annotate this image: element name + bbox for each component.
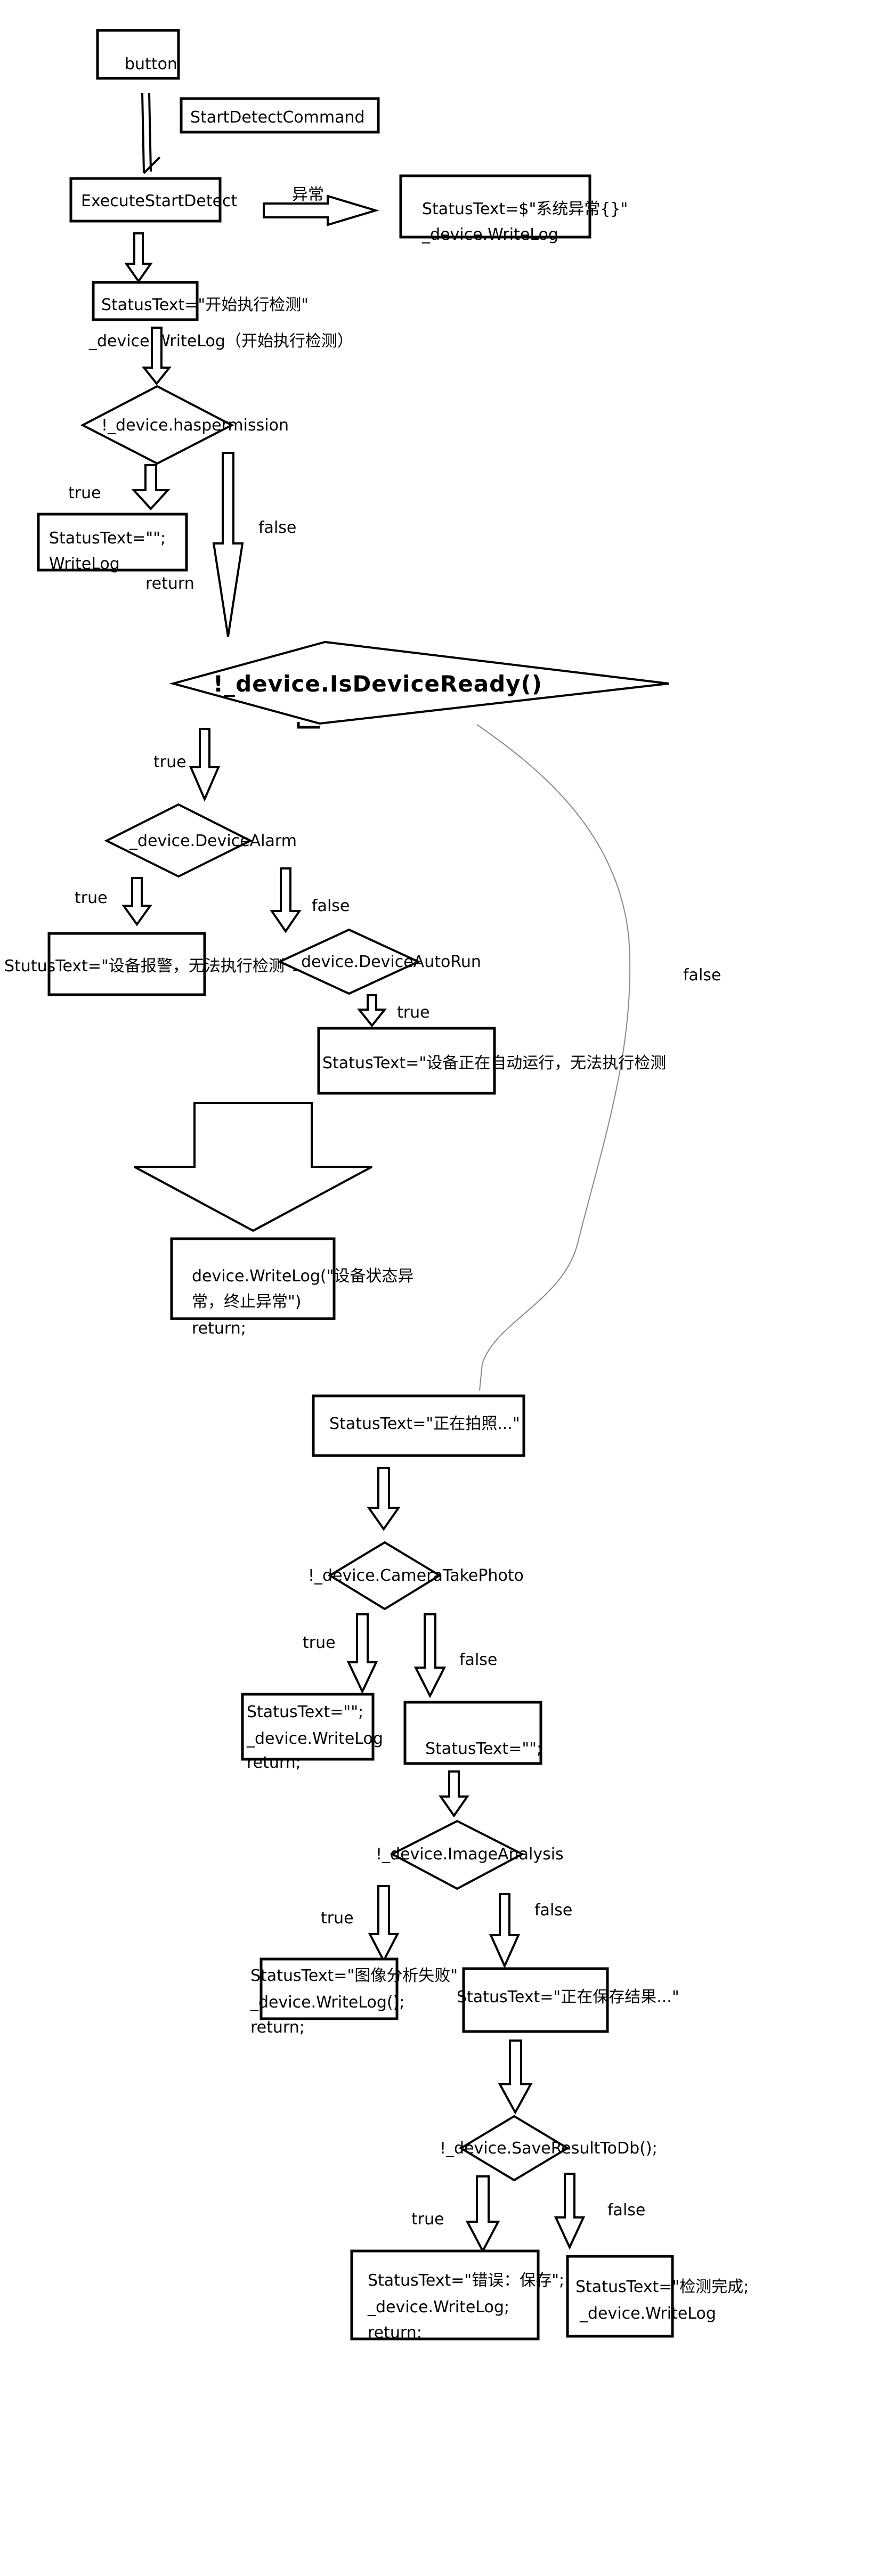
execute-node-label: ExecuteStartDetect — [81, 192, 238, 210]
true-label-7: true — [411, 2210, 444, 2229]
auto-run-true-arrow — [356, 994, 387, 1028]
auto-run-box-label: StatusText="设备正在自动运行，无法执行检测 — [322, 1054, 666, 1072]
auto-run-label: _device.DeviceAutoRun — [293, 953, 481, 971]
true-label-1: true — [68, 484, 101, 502]
exception-label: 异常 — [292, 185, 324, 204]
save-fail-line-3: return; — [368, 2323, 422, 2342]
start-status-label: StatusText="开始执行检测" — [101, 296, 309, 314]
taking-photo-label: StatusText="正在拍照..." — [329, 1415, 520, 1433]
device-ready-false-path — [476, 724, 631, 1391]
device-ready-label: !_device.IsDeviceReady() — [213, 671, 542, 697]
start-to-permission-arrow — [141, 327, 172, 386]
save-fail-box — [350, 2249, 540, 2341]
abnormal-box — [170, 1237, 336, 1320]
execute-to-start-arrow — [124, 232, 153, 283]
false-label-3: false — [312, 897, 350, 915]
exception-box-line-1: StatusText=$"系统异常{}" — [422, 200, 628, 218]
device-alarm-diamond — [104, 803, 253, 878]
exception-arrow — [263, 194, 379, 226]
command-node — [180, 97, 380, 134]
has-permission-label: !_device.haspermission — [101, 416, 289, 435]
camera-ok-label: StatusText=""; — [425, 1740, 542, 1758]
false-label-1: false — [258, 518, 296, 537]
abnormal-box-line-2: 常，终止异常") — [192, 1293, 302, 1311]
done-box — [566, 2255, 674, 2338]
alarm-false-arrow — [270, 867, 302, 933]
no-permission-box — [37, 513, 188, 572]
exception-box — [399, 174, 591, 239]
button-node-label: button — [125, 55, 177, 74]
device-alarm-label: _device.DeviceAlarm — [129, 832, 297, 850]
camera-label: !_device.CameraTakePhoto — [308, 1566, 524, 1585]
start-status-box — [92, 281, 199, 321]
photo-to-camera-arrow — [367, 1467, 401, 1531]
alarm-box — [47, 932, 206, 996]
execute-node — [69, 177, 222, 223]
permission-false-arrow — [212, 452, 244, 637]
camera-fail-line-1: StatusText=""; — [247, 1703, 363, 1721]
button-to-execute-arrow — [141, 93, 161, 174]
exception-box-line-2: _device.WriteLog — [421, 225, 558, 244]
done-line-2: _device.WriteLog — [579, 2304, 716, 2323]
true-label-3: true — [75, 889, 108, 907]
save-db-diamond — [459, 2115, 570, 2182]
alarm-true-arrow — [121, 877, 152, 927]
analysis-fail-line-1: StatusText="图像分析失败" — [250, 1966, 458, 1985]
camera-fail-box — [241, 1693, 375, 1761]
saving-box-label: StatusText="正在保存结果..." — [457, 1988, 679, 2006]
save-fail-line-1: StatusText="错误：保存"; — [368, 2271, 564, 2290]
true-label-6: true — [321, 1909, 354, 1928]
has-permission-diamond — [80, 385, 234, 465]
analysis-fail-line-3: return; — [250, 2018, 305, 2037]
device-ready-mark — [297, 722, 320, 729]
true-label-4: true — [397, 1003, 430, 1022]
auto-run-diamond — [277, 928, 421, 995]
alarm-box-label: StutusText="设备报警，无法执行检测" — [4, 957, 292, 976]
no-permission-line-1: StatusText=""; — [49, 529, 166, 548]
true-label-5: true — [303, 1634, 336, 1652]
camera-diamond — [328, 1541, 442, 1611]
abnormal-block-arrow — [134, 1102, 372, 1232]
abnormal-box-line-3: return; — [192, 1319, 246, 1338]
image-analysis-label: !_device.ImageAnalysis — [376, 1845, 564, 1864]
start-log-label: _device.WriteLog（开始执行检测） — [88, 332, 353, 351]
ok-to-analysis-arrow — [439, 1770, 469, 1818]
false-label-6: false — [534, 1901, 572, 1920]
false-label-7: false — [607, 2201, 645, 2220]
camera-ok-box — [403, 1701, 542, 1765]
analysis-false-arrow — [489, 1893, 521, 1969]
analysis-true-arrow — [368, 1885, 400, 1963]
save-db-label: !_device.SaveResultToDb(); — [440, 2139, 658, 2158]
camera-fail-line-2: _device.WriteLog — [246, 1729, 383, 1748]
abnormal-box-line-1: device.WriteLog("设备状态异 — [192, 1267, 413, 1286]
taking-photo-box — [312, 1394, 525, 1457]
permission-true-arrow — [131, 464, 171, 510]
analysis-fail-box — [259, 1957, 399, 2020]
button-node — [96, 29, 180, 80]
auto-run-box — [317, 1027, 496, 1095]
ready-true-arrow — [189, 728, 221, 802]
saving-box — [462, 1967, 609, 2033]
saving-to-db-arrow — [498, 2039, 533, 2115]
command-node-label: StartDetectCommand — [190, 108, 365, 127]
false-label-5: false — [459, 1651, 497, 1669]
true-label-2: true — [153, 753, 186, 771]
camera-true-arrow — [346, 1613, 378, 1694]
false-label-2: false — [683, 966, 721, 985]
analysis-fail-line-2: _device.WriteLog(); — [250, 1993, 404, 2012]
no-permission-line-2: WriteLog — [49, 555, 120, 573]
save-false-arrow — [554, 2173, 586, 2250]
camera-false-arrow — [413, 1613, 447, 1699]
image-analysis-diamond — [390, 1819, 525, 1890]
save-fail-line-2: _device.WriteLog; — [367, 2298, 509, 2317]
device-ready-diamond — [169, 640, 669, 725]
done-line-1: StatusText="检测完成; — [575, 2278, 749, 2296]
save-true-arrow — [465, 2175, 500, 2254]
no-permission-return: return — [145, 574, 194, 593]
camera-fail-line-3: return; — [247, 1753, 301, 1772]
